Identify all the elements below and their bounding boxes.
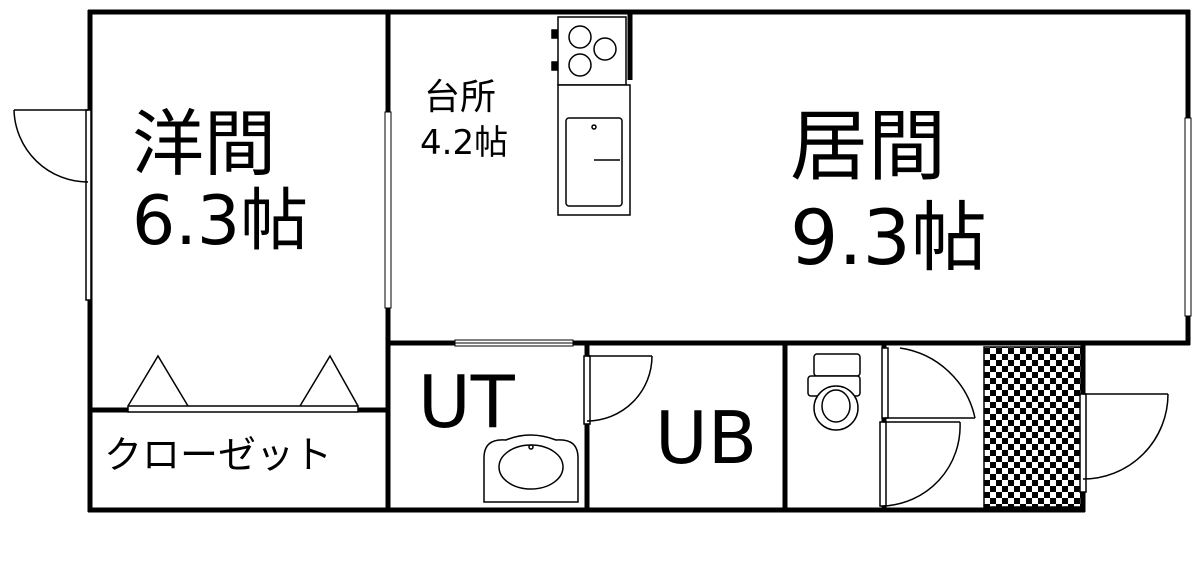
toilet-door xyxy=(881,347,976,419)
kitchen-size: 4.2帖 xyxy=(420,123,509,163)
bath-door xyxy=(583,355,653,425)
window-left xyxy=(384,111,392,309)
living-room-size: 9.3帖 xyxy=(790,193,987,282)
right-door xyxy=(1079,393,1169,493)
closet-label: クローゼット xyxy=(104,433,333,477)
western-room-size: 6.3帖 xyxy=(132,182,309,261)
kitchen-sink-icon xyxy=(557,84,631,216)
bath-label: UB xyxy=(655,396,758,480)
window-right xyxy=(1184,117,1192,317)
living-room-name: 居間 xyxy=(790,102,947,192)
utility-label: UT xyxy=(418,360,515,444)
toilet-icon xyxy=(807,353,861,431)
entrance-tile xyxy=(983,346,1082,508)
kitchen-name: 台所 xyxy=(424,77,497,118)
washbasin-icon xyxy=(483,434,579,503)
left-door xyxy=(13,109,92,301)
western-room-name: 洋間 xyxy=(132,102,277,186)
closet-doors xyxy=(127,354,359,413)
entrance-door xyxy=(879,421,961,507)
stove-icon xyxy=(551,16,627,86)
sliding-door-ut xyxy=(454,339,574,347)
